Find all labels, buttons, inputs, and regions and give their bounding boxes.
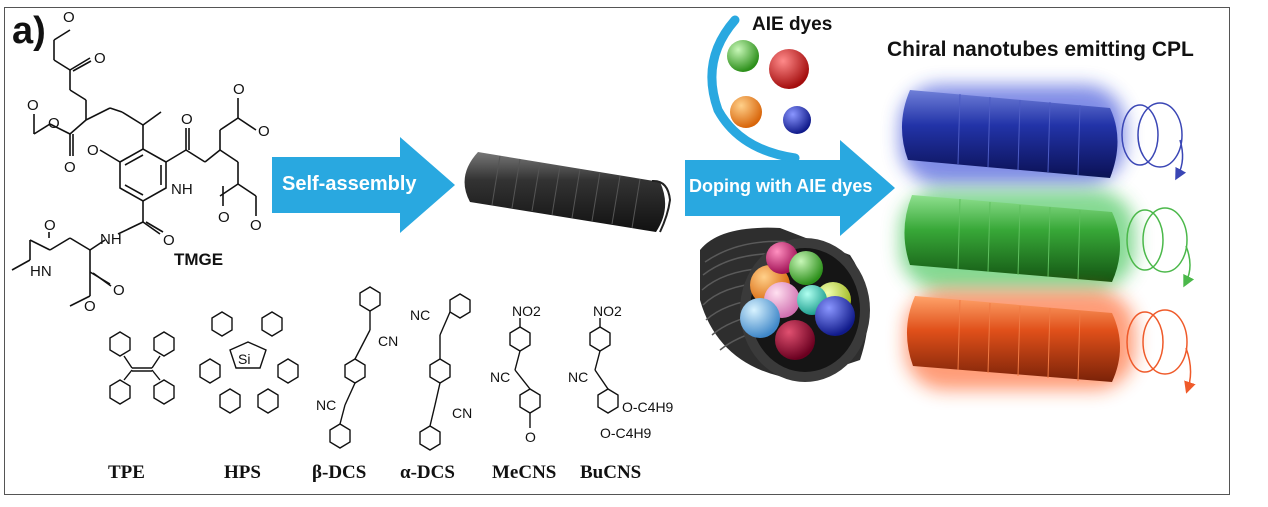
dye-name-tpe: TPE: [108, 462, 145, 483]
dye-atom-labels: Si CN NC NC CN NO2 NC O NO2 NC O-C4H9 O-…: [238, 303, 674, 445]
dye-name-bucns: BuCNS: [580, 462, 642, 483]
atom-label: O: [218, 209, 230, 226]
self-assembly-label: Self-assembly: [282, 173, 417, 195]
dye-structures: [109, 286, 619, 451]
tmge-label: TMGE: [174, 250, 224, 269]
dye-sphere: [769, 49, 809, 89]
atom-label: NH: [171, 181, 193, 198]
atom-label: O: [250, 217, 262, 234]
dye-sphere: [783, 106, 811, 134]
dye-name-mecns: MeCNS: [492, 462, 557, 483]
atom-label: NO2: [512, 303, 541, 319]
green-nanotube: [900, 190, 1195, 290]
atom-label: NC: [490, 369, 510, 385]
atom-label: O: [87, 142, 99, 159]
atom-label: O: [181, 111, 193, 128]
dye-name-beta-dcs: β-DCS: [312, 462, 367, 483]
atom-label: O: [94, 50, 106, 67]
hps-structure: [199, 311, 299, 414]
atom-label: O: [64, 159, 76, 176]
bucns-structure: [589, 318, 619, 414]
atom-label: O: [48, 115, 60, 132]
atom-label: O: [44, 217, 56, 234]
atom-label: CN: [378, 333, 398, 349]
atom-label: NC: [568, 369, 588, 385]
atom-label: O: [233, 81, 245, 98]
atom-label: Si: [238, 351, 250, 367]
dye-sphere: [730, 96, 762, 128]
blue-nanotube: [900, 85, 1187, 185]
orange-nanotube: [905, 290, 1196, 394]
doping-label: Doping with AIE dyes: [689, 176, 873, 196]
atom-label: O: [63, 9, 75, 26]
atom-label: O: [525, 429, 536, 445]
atom-label: HN: [30, 263, 52, 280]
tpe-structure: [109, 331, 175, 405]
atom-label: NC: [410, 307, 430, 323]
atom-label: NH: [100, 231, 122, 248]
atom-label: O: [258, 123, 270, 140]
panel-label: a): [12, 10, 46, 52]
atom-label: O: [27, 97, 39, 114]
atom-label: O-C4H9: [600, 425, 652, 441]
atom-label: O: [84, 298, 96, 315]
self-assembly-arrow: [272, 137, 455, 233]
mecns-structure: [509, 318, 541, 428]
atom-label: NC: [316, 397, 336, 413]
dye-sphere: [727, 40, 759, 72]
tmge-structure: [11, 29, 257, 307]
atom-label: O-C4H9: [622, 399, 674, 415]
dye-name-alpha-dcs: α-DCS: [400, 462, 455, 483]
cpl-title: Chiral nanotubes emitting CPL: [887, 38, 1194, 61]
beta-dcs-structure: [329, 286, 381, 449]
atom-label: NO2: [593, 303, 622, 319]
atom-label: CN: [452, 405, 472, 421]
dark-nanotube: [464, 152, 672, 233]
figure-frame: [4, 7, 1230, 495]
atom-label: O: [163, 232, 175, 249]
dye-name-hps: HPS: [224, 462, 261, 483]
aie-curve: [707, 15, 800, 163]
tmge-atom-labels: O O O O O O O O O NH O O O NH O O HN O: [27, 9, 270, 315]
alpha-dcs-structure: [419, 293, 471, 451]
doping-arrow: [685, 140, 895, 236]
tube-cross-section: [700, 227, 870, 382]
atom-label: O: [113, 282, 125, 299]
aie-dyes-label: AIE dyes: [752, 14, 833, 35]
